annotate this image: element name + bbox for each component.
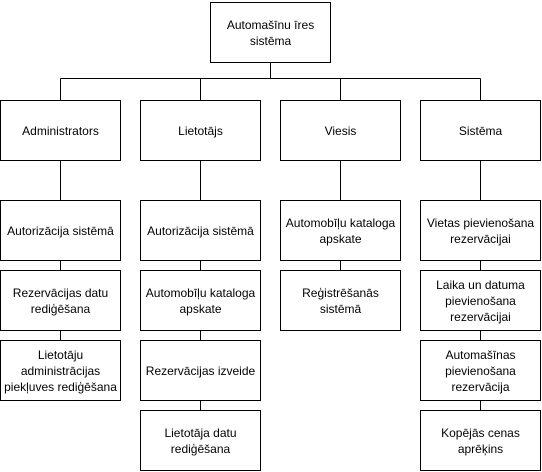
sistema-item: Kopējās cenas aprēķins xyxy=(420,410,541,471)
lietotajs-item: Lietotāja datu rediģēšana xyxy=(140,410,261,471)
viesis-item: Reģistrēšanās sistēmā xyxy=(280,270,401,331)
lietotajs-item: Autorizācija sistēmā xyxy=(140,200,261,261)
administrators-item: Lietotāju administrācijas piekļuves redi… xyxy=(0,340,121,401)
root-node: Automašīnu īres sistēma xyxy=(210,2,331,63)
lietotajs-item: Rezervācijas izveide xyxy=(140,340,261,401)
column-header-sistema: Sistēma xyxy=(420,100,541,161)
viesis-item: Automobīļu kataloga apskate xyxy=(280,200,401,261)
lietotajs-item: Automobīļu kataloga apskate xyxy=(140,270,261,331)
column-header-viesis: Viesis xyxy=(280,100,401,161)
administrators-item: Rezervācijas datu rediģēšana xyxy=(0,270,121,331)
administrators-item: Autorizācija sistēmā xyxy=(0,200,121,261)
column-header-administrators: Administrators xyxy=(0,100,121,161)
sistema-item: Laika un datuma pievienošana rezervācija… xyxy=(420,270,541,331)
sistema-item: Vietas pievienošana rezervācijai xyxy=(420,200,541,261)
column-header-lietotajs: Lietotājs xyxy=(140,100,261,161)
sistema-item: Automašīnas pievienošana rezervācija xyxy=(420,340,541,401)
